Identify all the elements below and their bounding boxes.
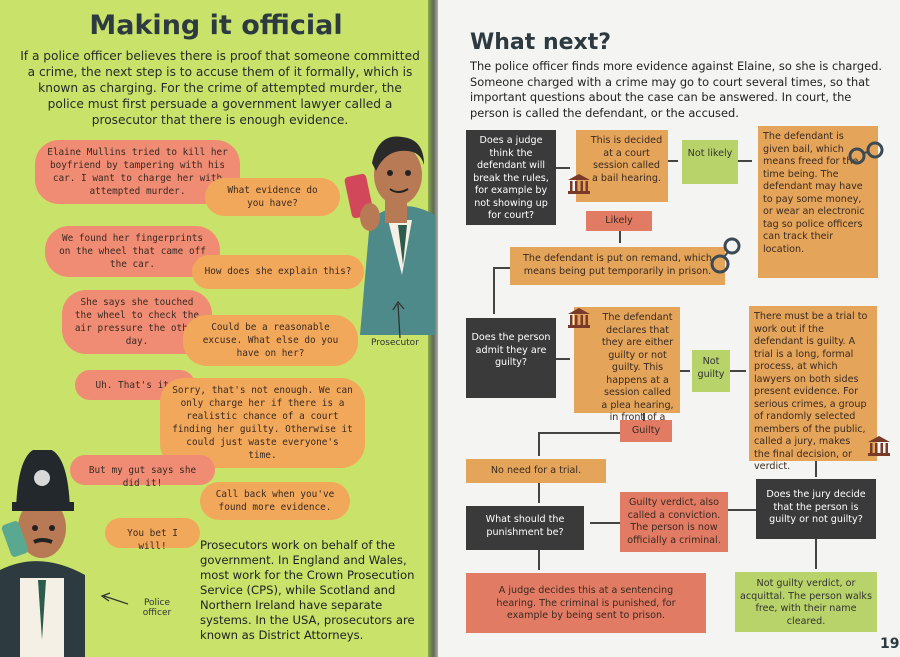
- speech-bubble-police-1: Elaine Mullins tried to kill her boyfrie…: [35, 140, 240, 204]
- arrow-4: [619, 231, 621, 243]
- flow-box-punishment: What should the punishment be?: [466, 506, 584, 550]
- flow-box-bail-granted: The defendant is given bail, which means…: [758, 126, 878, 278]
- flow-box-remand: The defendant is put on remand, which me…: [510, 247, 725, 285]
- arrow-2: [668, 160, 678, 162]
- prosecutors-note: Prosecutors work on behalf of the govern…: [200, 538, 415, 642]
- left-page-title: Making it official: [89, 10, 343, 41]
- flow-box-bail-hearing: This is decided at a court session calle…: [576, 130, 668, 202]
- handcuffs-icon-2: [710, 237, 741, 274]
- arrow-12: [538, 432, 540, 456]
- flow-box-conviction: Guilty verdict, also called a conviction…: [620, 492, 728, 552]
- arrow-3: [738, 160, 752, 162]
- speech-bubble-prosecutor-3: Could be a reasonable excuse. What else …: [183, 315, 358, 366]
- arrow-7: [556, 358, 570, 360]
- flow-box-trial: There must be a trial to work out if the…: [749, 306, 877, 472]
- arrow-8: [680, 370, 690, 372]
- prosecutor-caption: Prosecutor: [371, 338, 419, 348]
- speech-bubble-police-6: You bet I will!: [105, 518, 200, 552]
- flow-box-judge-question: Does a judge think the defendant will br…: [466, 130, 556, 225]
- page-number: 19: [880, 636, 900, 652]
- arrow-18: [815, 539, 817, 569]
- courthouse-icon: [568, 174, 590, 194]
- courthouse-icon-3: [868, 436, 890, 456]
- police-caption: Police officer: [142, 598, 172, 618]
- speech-bubble-police-5: But my gut says she did it!: [70, 455, 215, 489]
- right-intro: The police officer finds more evidence a…: [470, 59, 882, 120]
- speech-bubble-prosecutor-4: Sorry, that's not enough. We can only ch…: [160, 378, 365, 468]
- speech-bubble-prosecutor-2: How does she explain this?: [192, 255, 364, 289]
- arrow-5: [493, 267, 510, 269]
- arrow-17: [538, 550, 540, 570]
- police-pointer-arrow: [100, 592, 129, 605]
- arrow-13: [538, 483, 540, 503]
- flow-box-not-likely: Not likely: [682, 140, 738, 184]
- flow-box-guilty-plea: Guilty: [620, 420, 672, 442]
- arrow-14: [815, 461, 817, 477]
- flow-box-jury-decision: Does the jury decide that the person is …: [756, 479, 876, 539]
- flow-box-not-guilty-plea: Not guilty: [692, 350, 730, 392]
- arrow-6: [493, 267, 495, 314]
- flow-box-likely: Likely: [586, 211, 652, 231]
- handcuffs-icon: [848, 141, 884, 165]
- flow-box-admit-guilt: Does the person admit they are guilty?: [466, 318, 556, 398]
- left-intro: If a police officer believes there is pr…: [20, 49, 420, 127]
- arrow-10: [643, 413, 645, 421]
- speech-bubble-police-2: We found her fingerprints on the wheel t…: [45, 226, 220, 277]
- speech-bubble-prosecutor-5: Call back when you've found more evidenc…: [200, 482, 350, 520]
- arrow-11: [538, 432, 620, 434]
- flow-box-no-trial: No need for a trial.: [466, 459, 606, 483]
- flow-box-acquittal: Not guilty verdict, or acquittal. The pe…: [735, 572, 877, 632]
- prosecutor-pointer-arrow: [392, 300, 405, 339]
- arrow-15: [728, 509, 756, 511]
- flow-box-plea-hearing: The defendant declares that they are eit…: [574, 307, 680, 436]
- arrow-9: [730, 370, 746, 372]
- arrow-16: [590, 522, 620, 524]
- police-officer-illustration: [0, 450, 85, 657]
- prosecutor-illustration: [344, 136, 435, 335]
- flow-box-sentencing: A judge decides this at a sentencing hea…: [466, 573, 706, 633]
- arrow-1: [556, 167, 570, 169]
- right-page-title: What next?: [470, 30, 612, 55]
- speech-bubble-prosecutor-1: What evidence do you have?: [205, 178, 340, 216]
- courthouse-icon-2: [568, 308, 590, 328]
